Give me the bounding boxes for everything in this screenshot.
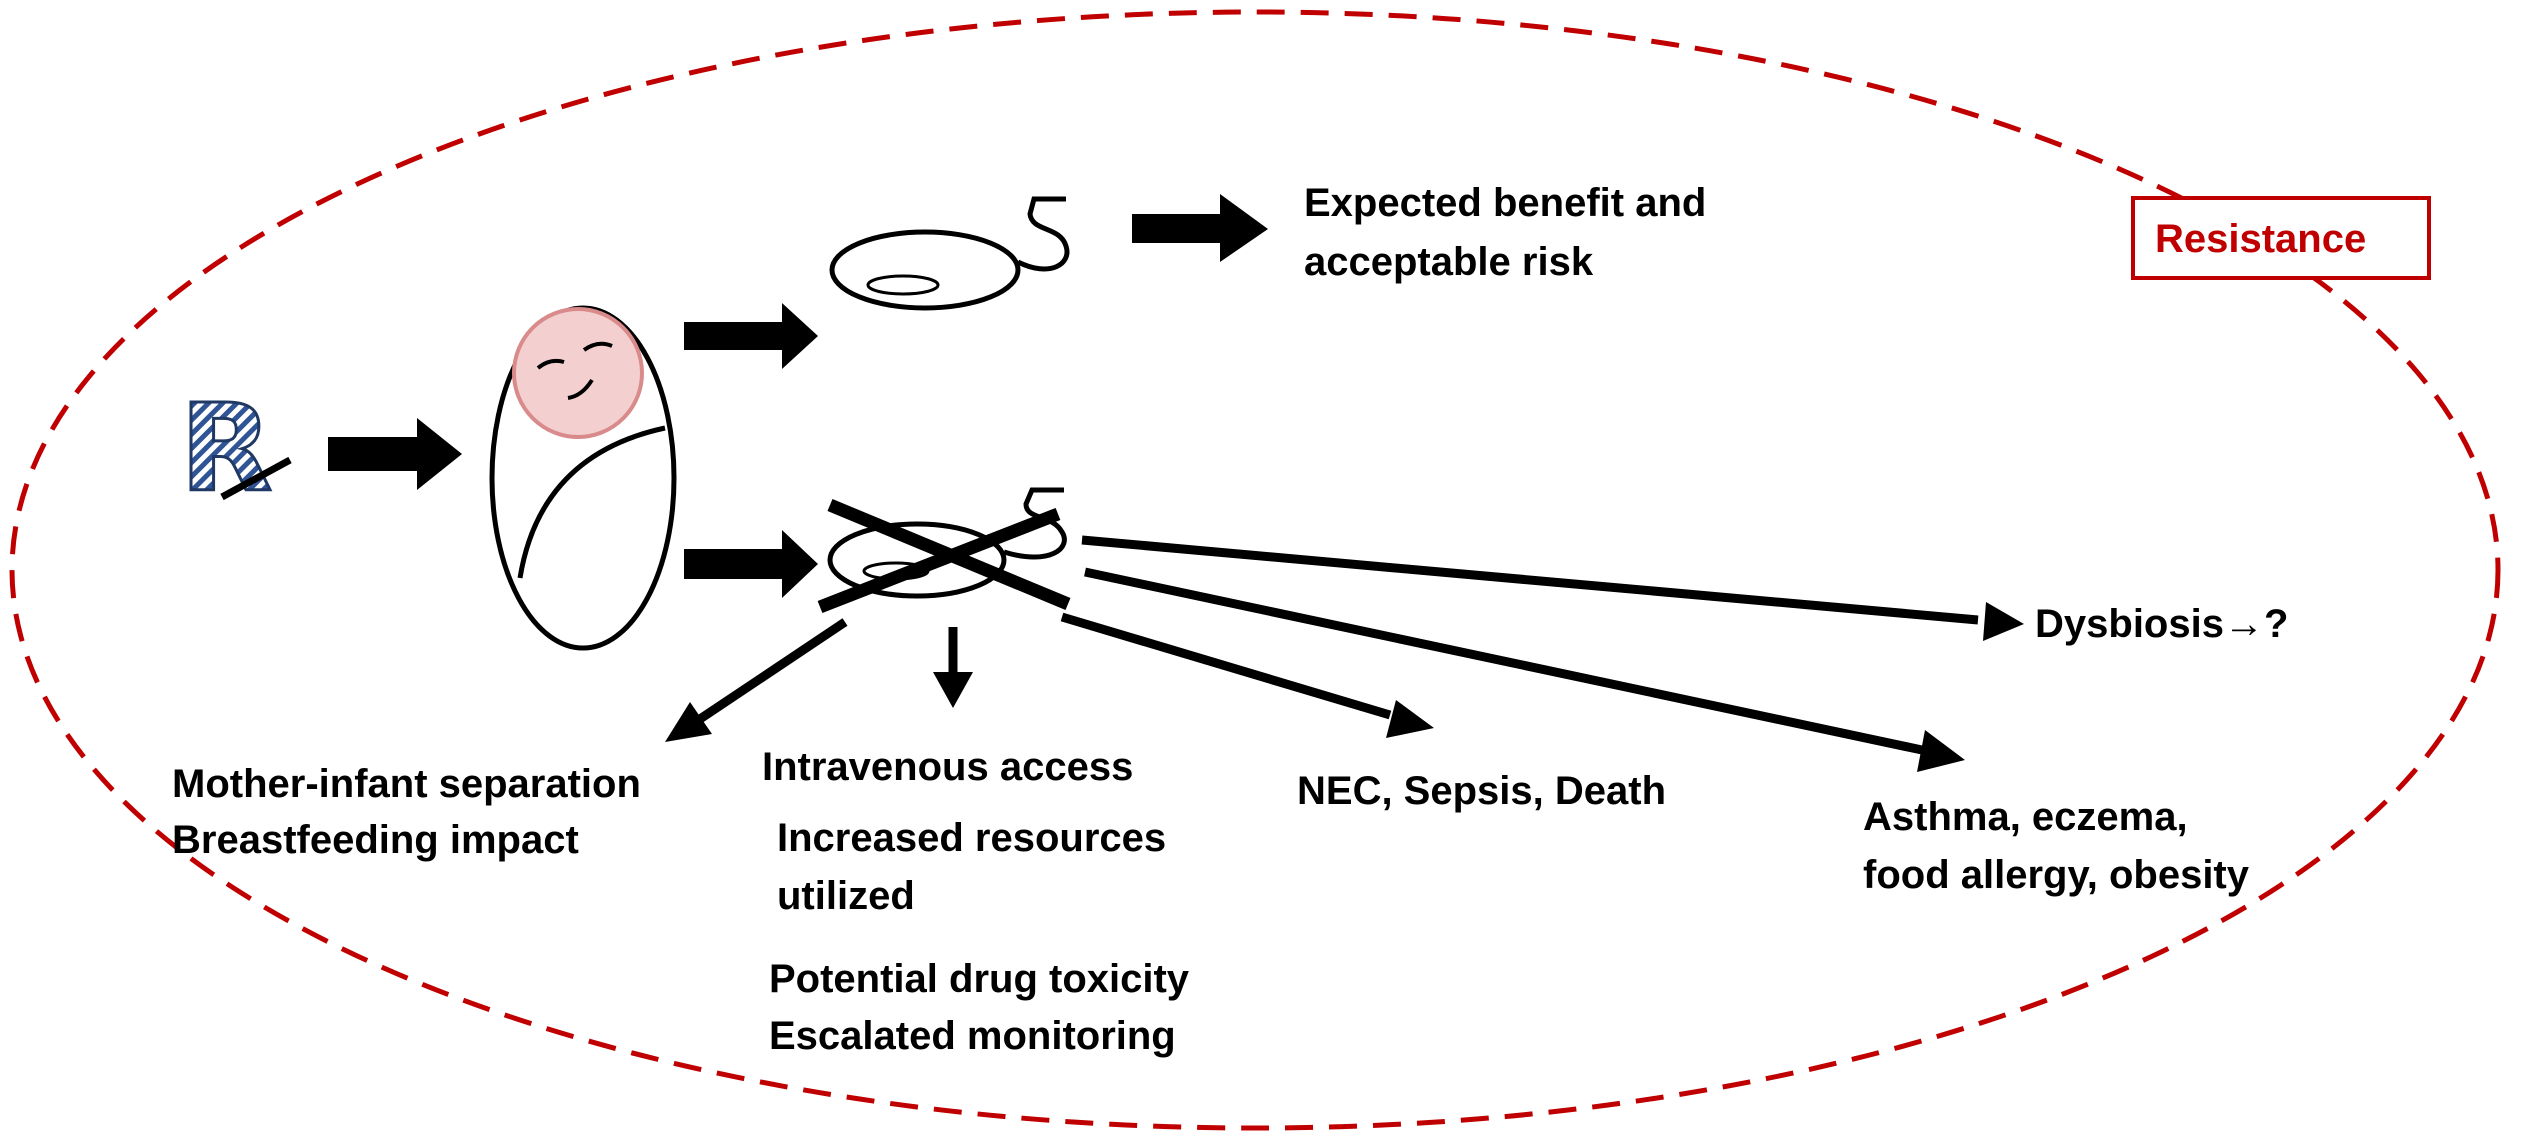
crossed-petri-dish-icon xyxy=(817,487,1071,614)
arrow-to-asthma xyxy=(1084,567,1965,772)
resistance-box: Resistance xyxy=(2131,196,2431,280)
dysbiosis-label: Dysbiosis→? xyxy=(2035,602,2288,646)
separation-label-line2: Breastfeeding impact xyxy=(172,818,579,862)
iv-access-label: Intravenous access xyxy=(762,745,1133,789)
toxicity-label-line2: Escalated monitoring xyxy=(769,1014,1176,1058)
asthma-label-line1: Asthma, eczema, xyxy=(1863,795,2188,839)
arrow-infant-to-bottom-dish xyxy=(684,530,818,598)
toxicity-label-line1: Potential drug toxicity xyxy=(769,957,1190,1001)
arrow-rx-to-infant xyxy=(328,418,462,490)
asthma-label-line2: food allergy, obesity xyxy=(1863,853,2250,897)
benefit-label-line1: Expected benefit and xyxy=(1304,181,1706,225)
arrow-to-iv-access xyxy=(933,627,973,708)
arrow-to-separation xyxy=(665,618,848,742)
resources-label-line1: Increased resources xyxy=(777,816,1166,860)
resistance-label: Resistance xyxy=(2155,217,2366,261)
nec-label: NEC, Sepsis, Death xyxy=(1297,769,1666,813)
arrow-infant-to-top-dish xyxy=(684,303,818,369)
boundary-ellipse xyxy=(9,9,2501,1131)
swaddled-infant-icon xyxy=(489,305,677,651)
petri-dish-icon xyxy=(829,196,1070,311)
infant-face xyxy=(512,307,644,439)
resources-label-line2: utilized xyxy=(777,874,915,918)
rx-symbol-icon: R xyxy=(179,379,292,521)
separation-label-line1: Mother-infant separation xyxy=(172,762,641,806)
arrow-to-nec xyxy=(1060,612,1434,738)
arrow-dish-to-benefit xyxy=(1132,194,1268,262)
benefit-label-line2: acceptable risk xyxy=(1304,240,1594,284)
arrow-to-dysbiosis xyxy=(1081,535,2024,641)
